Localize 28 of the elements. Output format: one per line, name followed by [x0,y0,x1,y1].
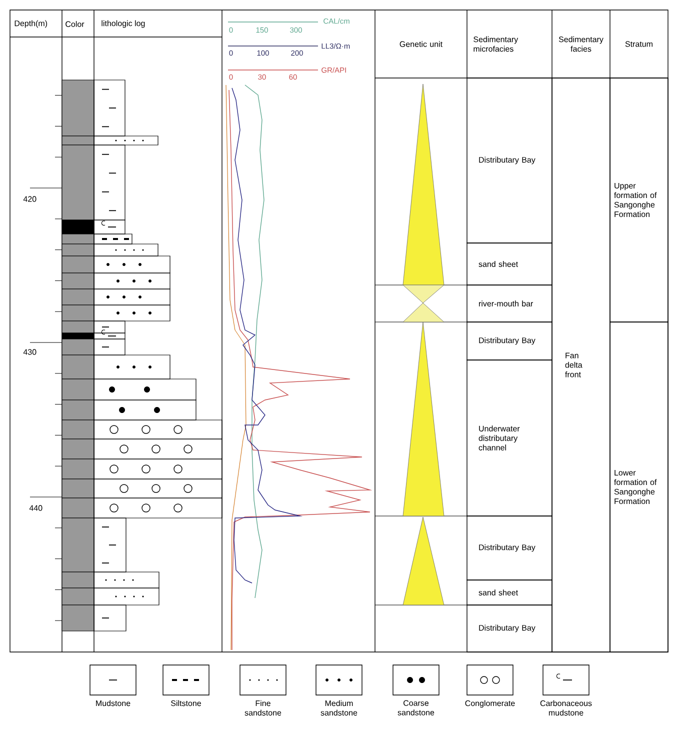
table-cell: Distributary Bay [466,516,552,580]
table-cell: Underwater distributary channel [466,360,552,516]
depth-label: 440 [29,505,42,511]
table-cell: Distributary Bay [466,322,552,360]
legend-label: Mudstone [96,700,130,706]
table-cell: sand sheet [466,242,552,286]
table-cell: Distributary Bay [466,604,552,652]
column-header: Genetic unit [400,41,442,47]
legend-label: Coarse sandstone [398,700,434,716]
depth-label: 430 [23,349,36,355]
table-cell: river-mouth bar [466,284,552,322]
table-cell: Upper formation of Sangonghe Formation [610,78,668,322]
legend-label: Medium sandstone [320,700,358,716]
legend-label: Conglomerate [465,700,515,708]
table-cell: sand sheet [466,580,552,606]
column-header: Sedimentary facies [558,36,604,52]
legend-label: Fine sandstone [244,700,282,716]
column-header: Stratum [625,41,652,47]
table-cell: Fan delta front [552,78,610,652]
table-cell: Distributary Bay [466,78,552,244]
column-header: Sedimentary microfacies [474,36,518,52]
depth-label: 420 [23,196,36,202]
legend-label: Siltstone [171,700,201,706]
column-header: Color [66,21,84,27]
column-header: Depth(m) [14,20,48,28]
column-header: lithologic log [102,20,145,28]
legend-label: Carbonaceous mudstone [540,700,592,716]
table-cell: Lower formation of Sangonghe Formation [610,322,668,652]
